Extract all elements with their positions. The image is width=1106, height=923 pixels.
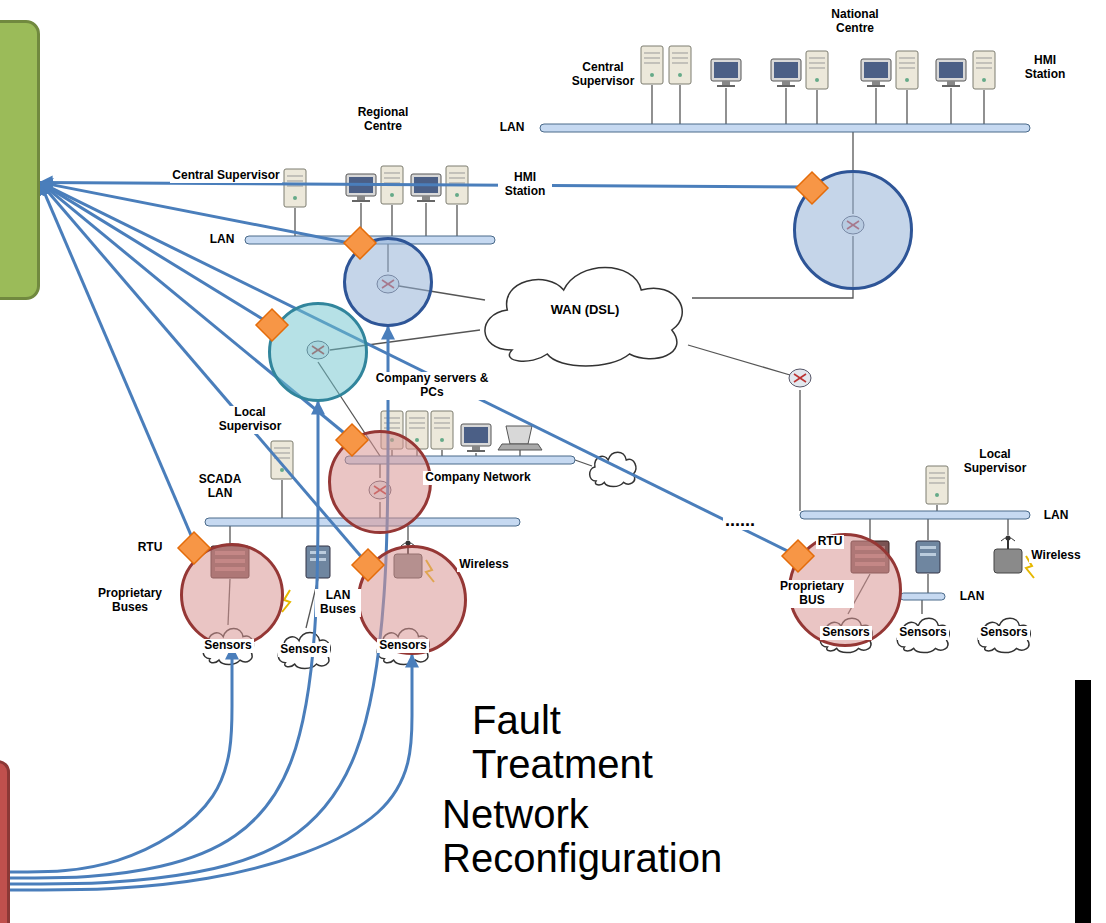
monitor-icon [411,174,441,202]
monitoring-arrow [40,182,369,565]
wan-cloud [485,268,682,367]
monitoring-arrow [40,182,199,554]
network-wires [228,85,1008,628]
device-label: Local Supervisor [213,406,287,434]
router-circle [328,430,432,534]
server-icon [641,46,663,84]
device-label: LAN [498,121,527,135]
device-label: Sensors [278,643,329,657]
monitoring-arrow [40,182,362,245]
device-label: LAN [208,233,237,247]
server-icon [896,51,918,89]
server-icon [284,169,306,207]
sensor-cloud [978,618,1030,652]
wireless-icon [994,536,1022,574]
server-icon [973,51,995,89]
device-label: Proprietary BUS [770,580,854,608]
callout-text: Fault Treatment [470,698,734,786]
server-icon [926,466,948,504]
monitoring-arrow [10,327,388,884]
monitor-icon [346,174,376,202]
device-label: Sensors [820,626,871,640]
device-label: Regional Centre [346,106,420,134]
callout-text: Network Reconfiguration [440,792,774,880]
device-label: LAN [1042,509,1071,523]
device-label: HMI Station [498,171,552,199]
monitoring-arrow [40,182,811,187]
laptop-icon [498,426,542,450]
monitoring-arrow [10,655,412,890]
device-label: Company servers & PCs [370,372,494,400]
device-label: LAN Buses [315,589,361,617]
monitor-icon [711,59,741,87]
black-bar [1075,680,1091,923]
sensor-cloud [897,618,949,652]
device-label: Sensors [897,626,948,640]
target-panel [0,20,40,300]
monitor-icon [936,59,966,87]
pc-icon [461,424,491,452]
monitoring-arrow [40,182,275,326]
monitoring-arrow [10,402,318,878]
device-label: Wireless [457,558,510,572]
sensor-cloud [278,632,330,668]
monitoring-arrow [10,647,232,872]
device-label: National Centre [818,8,892,36]
device-label: Local Supervisor [958,448,1032,476]
router-circle [268,302,368,402]
device-label: ...... [723,510,757,531]
monitor-icon [771,59,801,87]
rtu-circle [180,543,284,647]
device-label: WAN (DSL) [549,303,622,318]
monitor-diamonds [178,172,828,581]
device-label: Proprietary Buses [88,587,172,615]
router-icon [789,369,811,387]
device-label: LAN [958,590,987,604]
server-icon [806,51,828,89]
device-label: SCADA LAN [193,473,247,501]
server-icon [669,46,691,84]
device-label: RTU [816,535,845,549]
source-panel [0,760,10,923]
device-label: Sensors [377,639,428,653]
device-label: Wireless [1029,549,1083,563]
device-label: HMI Station [1018,54,1072,82]
lan-bars [205,124,1030,600]
monitor-icon [861,59,891,87]
device-label: Central Supervisor [170,169,281,183]
device-label: Sensors [202,639,253,653]
router-circle [793,170,913,290]
server-icon [431,411,453,449]
device-label: RTU [136,541,165,555]
device-label: Central Supervisor [566,61,640,89]
device-label: Company Network [423,471,532,485]
device-label: Sensors [978,626,1029,640]
monitoring-arrow [40,182,799,556]
switch-icon [916,541,940,573]
router-circle [343,237,433,327]
